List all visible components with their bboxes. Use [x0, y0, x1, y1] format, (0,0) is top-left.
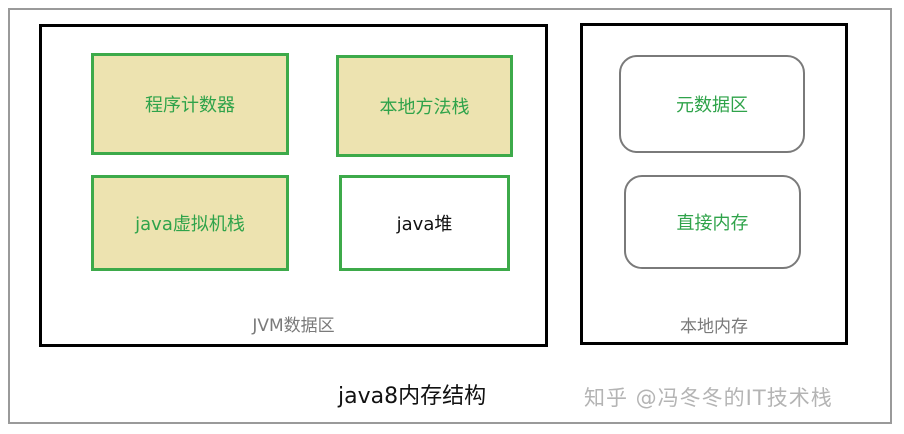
watermark: 知乎 @冯冬冬的IT技术栈: [584, 386, 833, 410]
java-heap-label: java堆: [396, 214, 453, 235]
jvm-stack-box: java虚拟机栈: [91, 175, 289, 271]
jvm-stack-label: java虚拟机栈: [135, 214, 245, 235]
java-heap-box: java堆: [339, 175, 510, 271]
diagram-frame: [8, 8, 892, 424]
program-counter-label: 程序计数器: [145, 95, 235, 116]
diagram-caption: java8内存结构: [338, 384, 487, 409]
metaspace-box: 元数据区: [619, 55, 805, 153]
direct-memory-label: 直接内存: [676, 213, 749, 234]
native-method-stack-box: 本地方法栈: [336, 55, 513, 157]
jvm-data-region: 程序计数器 本地方法栈 java虚拟机栈 java堆 JVM数据区: [39, 24, 548, 347]
native-method-stack-label: 本地方法栈: [379, 97, 470, 118]
direct-memory-box: 直接内存: [624, 175, 801, 269]
jvm-region-label: JVM数据区: [252, 316, 335, 336]
native-memory-region: 元数据区 直接内存 本地内存: [580, 23, 848, 345]
native-region-label: 本地内存: [680, 317, 748, 337]
metaspace-label: 元数据区: [676, 95, 748, 116]
program-counter-box: 程序计数器: [91, 53, 289, 155]
